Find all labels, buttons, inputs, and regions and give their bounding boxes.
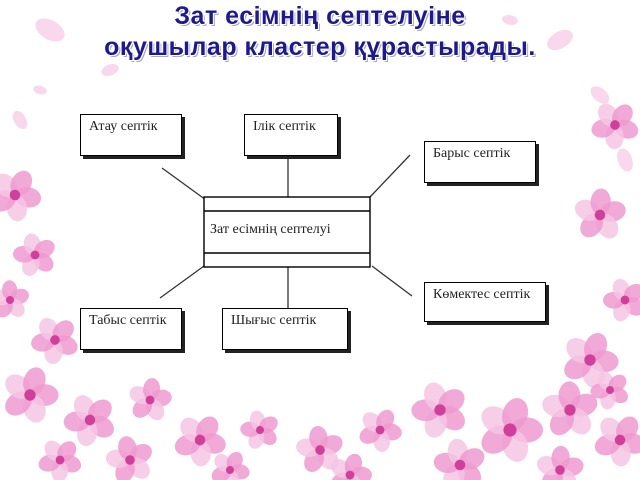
flower-icon: [433, 438, 485, 480]
node-atau: Атау септік: [80, 114, 182, 156]
flower-icon: [296, 425, 343, 473]
flower-icon: [594, 416, 640, 467]
connector-tabys: [159, 265, 205, 299]
flower-icon: [536, 445, 584, 480]
node-barys: Барыс септік: [424, 141, 536, 183]
flower-icon: [591, 103, 639, 150]
title-line-1: Зат есімнің септелуіне: [174, 2, 466, 30]
flower-icon: [411, 382, 465, 438]
petal-icon: [502, 15, 518, 25]
flower-icon: [105, 436, 152, 480]
connector-komektes: [371, 265, 413, 297]
flower-icon: [0, 280, 29, 318]
flower-icon: [38, 440, 82, 480]
node-shygys: Шығыс септік: [222, 308, 348, 350]
center-label: Зат есімнің септелуі: [210, 222, 331, 237]
flower-icon: [0, 170, 42, 222]
petal-icon: [33, 85, 47, 95]
petal-icon: [547, 29, 573, 51]
petal-icon: [35, 18, 65, 42]
title-line-2: оқушылар кластер құрастырады.: [104, 33, 536, 61]
flower-icon: [129, 378, 172, 421]
petal-icon: [590, 86, 610, 104]
node-tabys: Табыс септік: [80, 308, 182, 350]
flower-icon: [542, 381, 598, 436]
petal-icon: [101, 64, 119, 76]
flower-icon: [359, 409, 402, 452]
flower-icon: [330, 453, 372, 480]
flower-icon: [564, 333, 619, 389]
flower-icon: [481, 398, 543, 462]
flower-icon: [590, 371, 628, 410]
flower-icon: [174, 416, 226, 467]
connector-atau: [161, 167, 207, 201]
center-frame: [203, 196, 371, 268]
petal-icon: [617, 148, 633, 172]
node-ilik: Ілік септік: [244, 114, 338, 156]
flower-icon: [63, 395, 114, 447]
flower-icon: [5, 367, 59, 423]
flower-icon: [31, 317, 78, 365]
flower-icon: [13, 233, 55, 276]
node-komektes: Көмектес септік: [424, 282, 546, 322]
petal-icon: [12, 110, 28, 130]
flower-icon: [602, 278, 640, 322]
flower-icon: [240, 410, 278, 449]
flower-icon: [574, 188, 626, 239]
connector-barys: [369, 154, 411, 198]
